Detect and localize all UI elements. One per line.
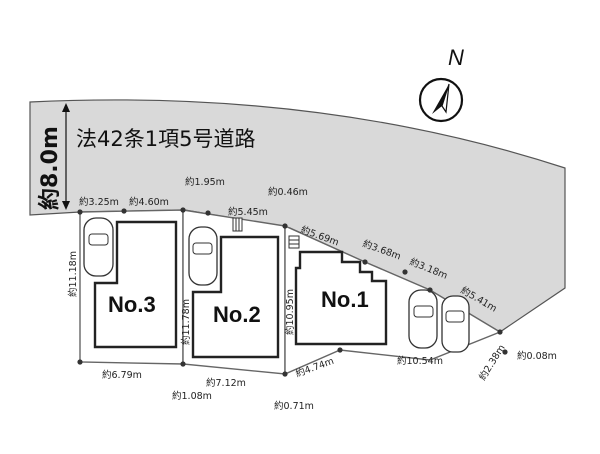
house-no1 bbox=[294, 250, 388, 346]
dimension-label: 約6.79m bbox=[102, 369, 142, 381]
road-width-label: 約8.0m bbox=[37, 126, 63, 210]
north-label: N bbox=[448, 45, 464, 70]
boundary-points bbox=[77, 207, 508, 377]
dimension-label: 約0.46m bbox=[268, 186, 308, 198]
dimension-label: 約11.18m bbox=[67, 251, 79, 297]
dimension-label: 約1.95m bbox=[185, 176, 225, 188]
lot-label-no2: No.2 bbox=[213, 302, 261, 327]
dimension-label: 約1.08m bbox=[172, 390, 212, 402]
dimension-label: 約7.12m bbox=[206, 377, 246, 389]
dimension-label: 約3.25m bbox=[79, 196, 119, 208]
lot-label-no1: No.1 bbox=[321, 287, 369, 312]
road-name: 法42条1項5号道路 bbox=[76, 127, 255, 151]
parking-car-icon bbox=[441, 295, 470, 353]
dimension-label: 約10.95m bbox=[284, 289, 296, 335]
lot-label-no3: No.3 bbox=[108, 292, 156, 317]
stairs-icon bbox=[288, 235, 300, 249]
house-no2 bbox=[191, 235, 280, 359]
dimension-label: 約5.45m bbox=[228, 206, 268, 218]
parking-car-icon bbox=[408, 289, 438, 349]
dimension-label: 約10.54m bbox=[397, 355, 443, 367]
dimension-label: 約0.71m bbox=[274, 400, 314, 412]
parking-car-icon bbox=[188, 226, 218, 286]
dimension-label: 約2.38m bbox=[476, 342, 507, 382]
road-width-dimension bbox=[62, 103, 70, 210]
dimension-label: 約11.78m bbox=[180, 299, 192, 345]
north-arrow-icon bbox=[418, 77, 464, 123]
dimension-label: 約4.60m bbox=[129, 196, 169, 208]
parking-car-icon bbox=[83, 217, 114, 277]
house-no3 bbox=[93, 220, 178, 349]
stairs-icon bbox=[232, 217, 243, 232]
dimension-label: 約0.08m bbox=[517, 350, 557, 362]
